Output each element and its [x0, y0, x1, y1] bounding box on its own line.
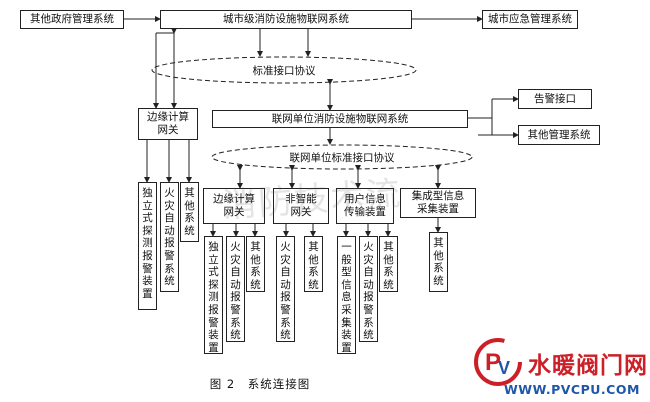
- left-fire-alarm-box: 火灾自动报警系统: [160, 182, 179, 292]
- logo-url: WWW.PVCPU.COM: [504, 382, 640, 397]
- gw1-fire-alarm-box: 火灾自动报警系统: [226, 236, 245, 342]
- left-independent-detector-box: 独立式探测报警装置: [138, 182, 157, 310]
- city-iot-system-box: 城市级消防设施物联网系统: [160, 10, 412, 29]
- gw1-fire-alarm-text: 火灾自动报警系统: [230, 241, 241, 342]
- standard-protocol-oval: [151, 56, 417, 84]
- gw4-other-systems-box: 其他系统: [429, 232, 448, 292]
- site-logo: P V 水暖阀门网 WWW.PVCPU.COM: [470, 330, 650, 402]
- standard-protocol-label: 标准接口协议: [252, 64, 316, 77]
- city-emergency-system-box: 城市应急管理系统: [482, 10, 578, 29]
- integrated-collector-box: 集成型信息采集装置: [400, 188, 476, 218]
- figure-caption: 图 2 系统连接图: [209, 377, 311, 391]
- non-smart-gateway-box: 非智能网关: [273, 188, 329, 224]
- unit-protocol-oval: [211, 144, 473, 170]
- gw1-other-systems-box: 其他系统: [246, 236, 265, 292]
- gw3-other-systems-box: 其他系统: [379, 236, 398, 292]
- svg-text:V: V: [498, 358, 510, 378]
- alarm-interface-box: 告警接口: [518, 89, 592, 109]
- gw2-other-systems-text: 其他系统: [308, 241, 319, 291]
- gw2-other-systems-box: 其他系统: [304, 236, 323, 292]
- gw3-general-collector-box: 一般型信息采集装置: [337, 236, 356, 354]
- svg-text:P: P: [485, 349, 501, 376]
- left-other-systems-box: 其他系统: [180, 182, 199, 242]
- user-info-device-box: 用户信息传输装置: [336, 188, 394, 224]
- edge-gateway-box: 边缘计算网关: [203, 188, 265, 224]
- logo-title: 水暖阀门网: [528, 353, 648, 379]
- gw3-other-systems-text: 其他系统: [383, 241, 394, 291]
- gw2-fire-alarm-text: 火灾自动报警系统: [280, 241, 291, 342]
- left-independent-detector-text: 独立式探测报警装置: [142, 187, 153, 300]
- gw1-independent-detector-text: 独立式探测报警装置: [208, 241, 219, 354]
- other-mgmt-system-box: 其他管理系统: [518, 125, 600, 145]
- gw3-general-collector-text: 一般型信息采集装置: [341, 241, 352, 354]
- gw2-fire-alarm-box: 火灾自动报警系统: [276, 236, 295, 342]
- left-other-systems-text: 其他系统: [184, 187, 195, 237]
- gw4-other-systems-text: 其他系统: [433, 237, 444, 287]
- unit-protocol-label: 联网单位标准接口协议: [289, 151, 395, 164]
- other-gov-system-box: 其他政府管理系统: [20, 10, 124, 29]
- gw3-fire-alarm-text: 火灾自动报警系统: [363, 241, 374, 342]
- pv-logo-icon: P V: [474, 338, 522, 386]
- left-fire-alarm-text: 火灾自动报警系统: [164, 187, 175, 288]
- edge-gateway-left-box: 边缘计算网关: [138, 108, 198, 140]
- gw3-fire-alarm-box: 火灾自动报警系统: [359, 236, 378, 342]
- gw1-other-systems-text: 其他系统: [250, 241, 261, 291]
- unit-iot-system-box: 联网单位消防设施物联网系统: [212, 110, 468, 128]
- gw1-independent-detector-box: 独立式探测报警装置: [204, 236, 223, 354]
